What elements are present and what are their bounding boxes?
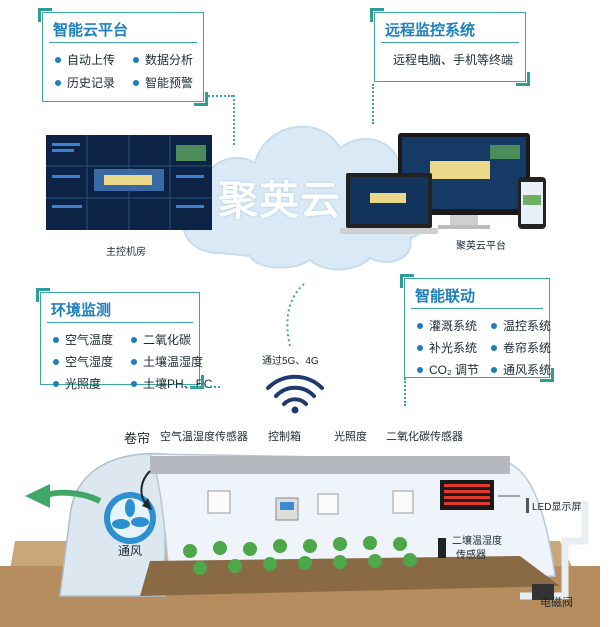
wifi-icon bbox=[266, 374, 324, 414]
list-item: 空气湿度 bbox=[53, 353, 113, 370]
list-item: 远程电脑、手机等终端 bbox=[393, 53, 514, 67]
list-item: 二氧化碳 bbox=[131, 331, 212, 348]
label-soil-sensor-line2: 传感器 bbox=[456, 550, 486, 561]
label-led-screen: LED显示屏 bbox=[526, 498, 581, 513]
list-item: 温控系统 bbox=[491, 317, 551, 334]
smart-linkage-title: 智能联动 bbox=[415, 288, 476, 305]
smart-cloud-title: 智能云平台 bbox=[53, 22, 129, 39]
label-control-box: 控制箱 bbox=[268, 431, 301, 443]
label-soil-sensor-line1: 二壤温湿度 bbox=[452, 536, 502, 547]
connector-arc bbox=[286, 283, 305, 347]
list-item: 自动上传 bbox=[55, 51, 115, 68]
label-valve: 电磁阀 bbox=[540, 597, 573, 609]
label-air-sensor: 空气温湿度传感器 bbox=[160, 431, 248, 443]
cloud-logo-text: 聚英云 bbox=[218, 178, 341, 224]
list-item: 土壤温湿度 bbox=[131, 353, 212, 370]
list-item: 灌溉系统 bbox=[417, 317, 479, 334]
list-item: 补光系统 bbox=[417, 339, 479, 356]
label-co2-sensor: 二氧化碳传感器 bbox=[386, 431, 463, 443]
cloud-platform-caption: 聚英云平台 bbox=[456, 241, 506, 252]
control-room-screens bbox=[46, 135, 212, 230]
list-item: 空气温度 bbox=[53, 331, 113, 348]
list-item: 历史记录 bbox=[55, 74, 115, 91]
smart-cloud-box: 智能云平台 自动上传 数据分析 历史记录 智能预警 bbox=[38, 8, 208, 106]
devices-image bbox=[340, 133, 546, 234]
network-caption: 通过5G、4G bbox=[262, 356, 319, 367]
label-roller: 卷帘 bbox=[124, 431, 151, 446]
remote-monitor-box: 远程监控系统 远程电脑、手机等终端 bbox=[370, 8, 530, 86]
control-room-caption: 主控机房 bbox=[106, 247, 146, 258]
greenhouse-illustration bbox=[0, 452, 600, 627]
list-item: CO₂ 调节 bbox=[417, 361, 479, 378]
list-item: 智能预警 bbox=[133, 74, 193, 91]
label-ventilation: 通风 bbox=[118, 544, 143, 558]
list-item: 光照度 bbox=[53, 375, 113, 392]
list-item: 卷帘系统 bbox=[491, 339, 551, 356]
remote-monitor-title: 远程监控系统 bbox=[385, 22, 476, 39]
list-item: 通风系统 bbox=[491, 361, 551, 378]
label-light: 光照度 bbox=[334, 431, 367, 443]
env-monitor-box: 环境监测 空气温度 二氧化碳 空气湿度 土壤温湿度 光照度 土壤PH、EC bbox=[36, 288, 212, 391]
env-monitor-title: 环境监测 bbox=[51, 302, 112, 319]
list-item: 数据分析 bbox=[133, 51, 193, 68]
smart-linkage-box: 智能联动 灌溉系统 温控系统 补光系统 卷帘系统 CO₂ 调节 通风系统 bbox=[400, 274, 554, 382]
